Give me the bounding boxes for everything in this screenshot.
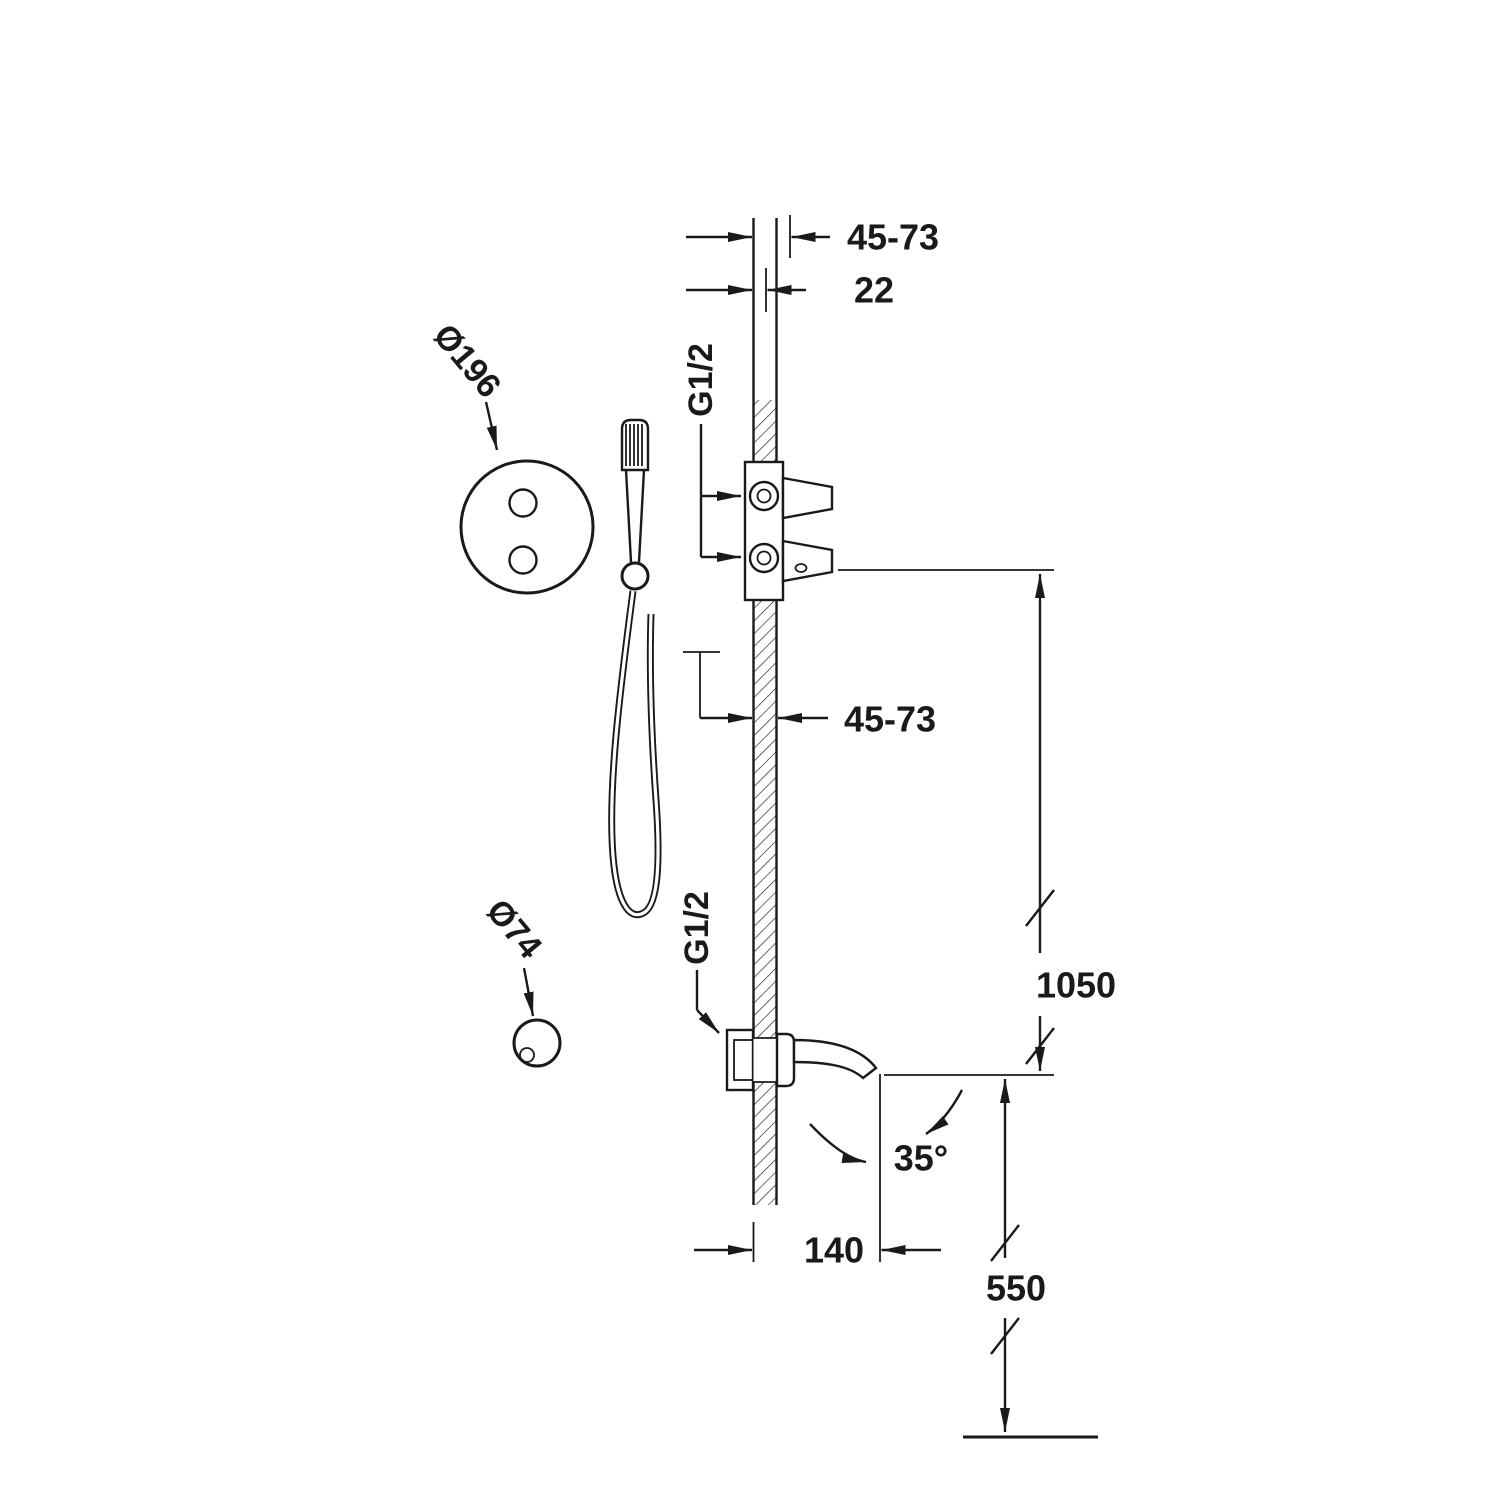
valve-handle-top bbox=[781, 476, 834, 520]
dim-wall-thickness-label: 45-73 bbox=[844, 699, 936, 740]
wall-hatch bbox=[753, 400, 777, 1205]
thermostat-trim-plate bbox=[459, 459, 595, 595]
dim-spout-angle: 35° bbox=[809, 1089, 964, 1179]
valve-handle-bottom bbox=[781, 539, 834, 583]
thread-top-label: G1/2 bbox=[682, 343, 720, 417]
trim-plate-circle bbox=[459, 459, 595, 595]
spout-trim-circle bbox=[512, 1018, 562, 1068]
dim-cover-thickness-label: 22 bbox=[854, 270, 894, 311]
trim-diameter-label: Ø74 bbox=[479, 892, 549, 966]
dim-top-offset: 45-73 bbox=[686, 215, 939, 258]
dim-top-offset-label: 45-73 bbox=[847, 217, 939, 258]
bath-spout bbox=[725, 1028, 878, 1092]
spout-trim bbox=[512, 1018, 562, 1068]
plate-diameter-label: Ø196 bbox=[426, 317, 509, 405]
valve-body bbox=[743, 460, 785, 602]
dim-valve-to-spout-label: 1050 bbox=[1036, 965, 1116, 1006]
label-thread-spout: G1/2 bbox=[678, 891, 720, 1034]
shower-holder-ring bbox=[620, 561, 650, 591]
spout-embedded-body bbox=[725, 1028, 755, 1092]
concealed-valve bbox=[743, 460, 834, 602]
hand-shower bbox=[608, 418, 662, 919]
thread-spout-label: G1/2 bbox=[678, 891, 716, 965]
dim-valve-to-spout: 1050 bbox=[838, 569, 1116, 1076]
dim-spout-reach: 140 bbox=[694, 1074, 941, 1271]
spout-tube bbox=[792, 1038, 878, 1080]
dim-wall-thickness: 45-73 bbox=[683, 651, 936, 740]
dim-spout-angle-label: 35° bbox=[894, 1138, 948, 1179]
handle-marking bbox=[794, 563, 808, 573]
dim-spout-height-label: 550 bbox=[986, 1268, 1046, 1309]
label-thread-top: G1/2 bbox=[682, 343, 741, 562]
label-plate-diameter: Ø196 bbox=[426, 317, 509, 451]
label-trim-diameter: Ø74 bbox=[479, 892, 549, 1017]
dim-spout-reach-label: 140 bbox=[804, 1230, 864, 1271]
spout-flange bbox=[775, 1032, 796, 1088]
hand-shower-handle bbox=[624, 469, 646, 563]
dim-cover-thickness: 22 bbox=[686, 268, 894, 312]
dim-spout-height: 550 bbox=[963, 1079, 1098, 1439]
